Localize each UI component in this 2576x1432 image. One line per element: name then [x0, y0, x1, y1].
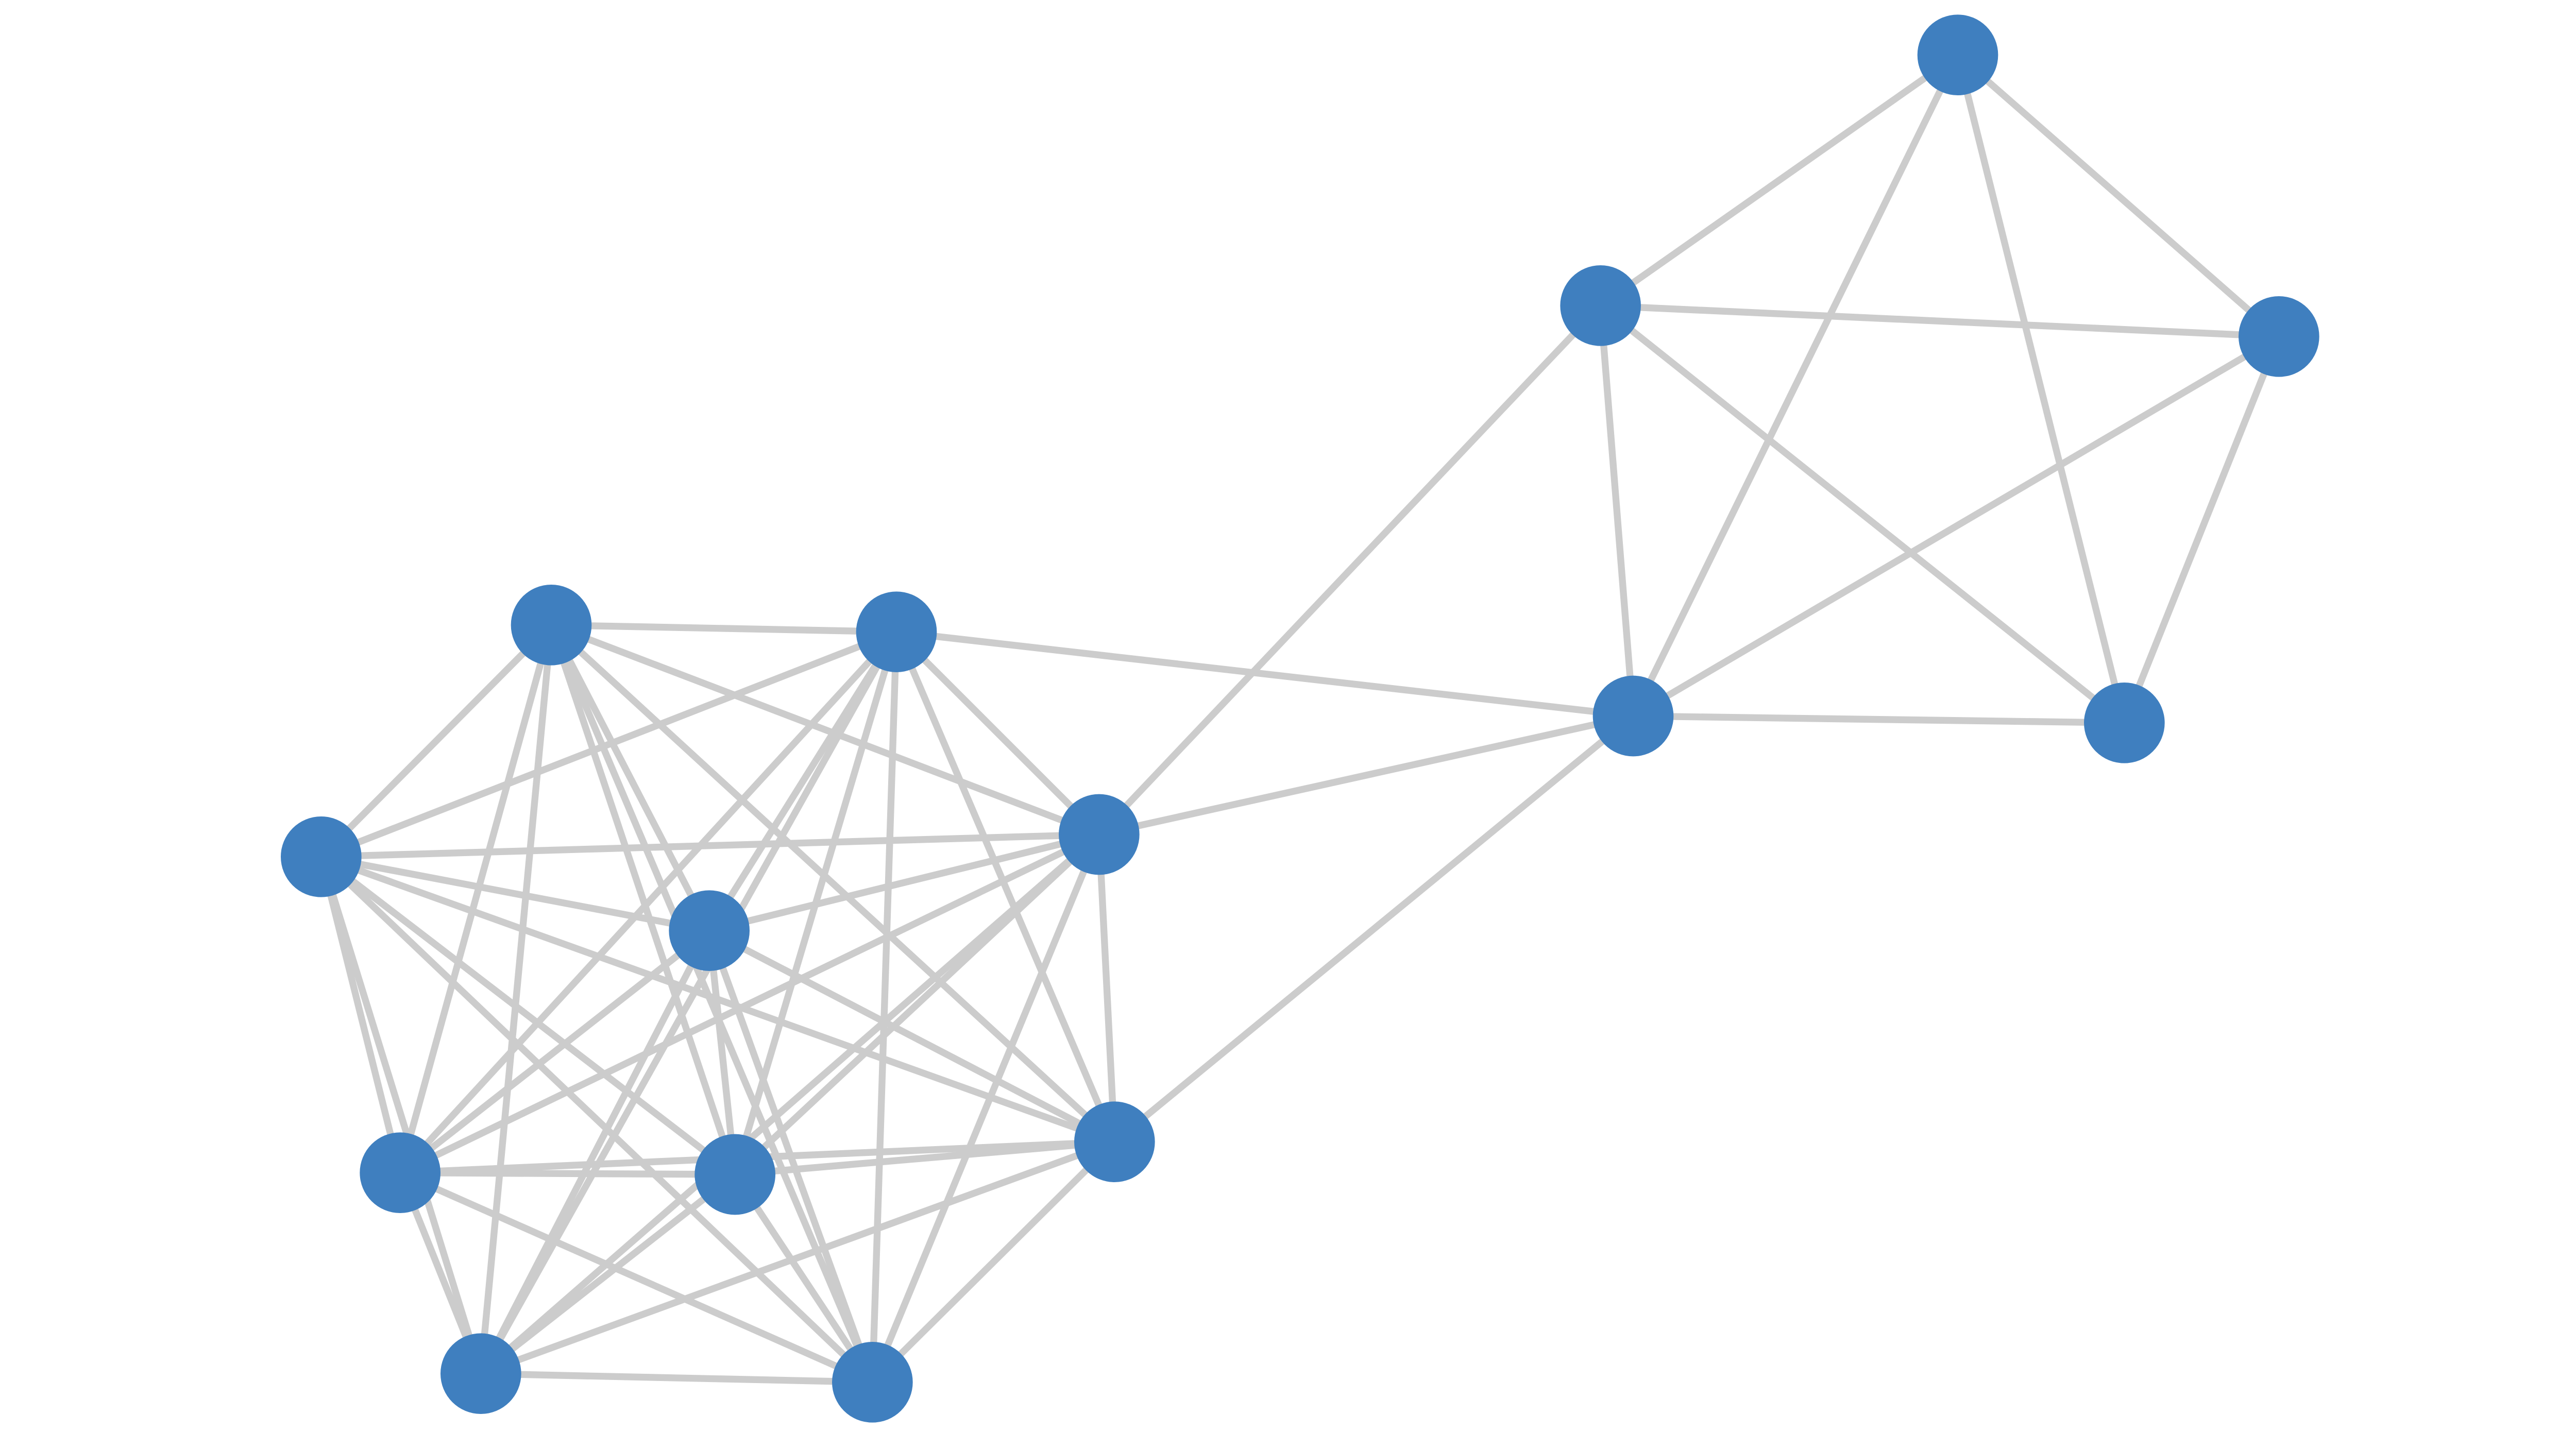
edge-I-M	[1095, 834, 1118, 1143]
node-C	[2239, 296, 2319, 377]
edge-F-N	[477, 624, 555, 1374]
edge-F-K	[397, 624, 555, 1174]
node-H	[281, 816, 362, 897]
edge-G-I	[894, 629, 1102, 837]
node-G	[856, 591, 937, 672]
edge-G-O	[869, 632, 900, 1383]
edge-B-E	[1598, 303, 2127, 726]
edge-A-B	[1598, 52, 1960, 309]
edge-F-G	[551, 621, 897, 636]
edge-C-D	[1631, 333, 2281, 719]
edge-A-C	[1955, 52, 2281, 339]
edge-I-B	[1096, 303, 1603, 837]
edge-G-D	[896, 628, 1634, 720]
edge-L-N	[479, 1171, 737, 1376]
edge-J-N	[478, 929, 713, 1375]
nodes-layer	[281, 14, 2319, 1423]
edge-F-J	[548, 623, 713, 932]
edges-layer	[317, 52, 2282, 1386]
edge-H-J	[320, 853, 710, 934]
node-B	[1560, 265, 1641, 346]
node-E	[2084, 683, 2165, 763]
node-I	[1059, 794, 1140, 875]
edge-M-N	[480, 1138, 1116, 1377]
node-M	[1074, 1101, 1155, 1182]
edge-A-D	[1630, 53, 1961, 718]
edge-J-M	[707, 927, 1116, 1145]
node-J	[669, 890, 750, 971]
node-A	[1917, 14, 1998, 96]
edge-C-E	[2121, 335, 2282, 724]
edge-B-C	[1600, 302, 2279, 340]
edge-L-M	[735, 1138, 1115, 1178]
edge-I-K	[398, 831, 1101, 1176]
edge-F-I	[550, 622, 1100, 838]
edge-I-D	[1098, 712, 1634, 838]
edge-G-K	[397, 629, 899, 1175]
edge-G-N	[478, 630, 900, 1375]
edge-I-O	[869, 833, 1103, 1384]
edge-H-O	[318, 854, 875, 1385]
edge-F-H	[318, 622, 554, 860]
edge-A-E	[1954, 54, 2128, 724]
edge-D-E	[1633, 712, 2125, 726]
edge-F-M	[549, 622, 1117, 1145]
edge-H-I	[321, 831, 1099, 860]
edge-J-L	[706, 930, 739, 1175]
node-K	[360, 1132, 440, 1213]
node-D	[1592, 675, 1674, 757]
edge-G-M	[893, 630, 1118, 1144]
node-F	[511, 585, 592, 666]
node-L	[694, 1134, 775, 1215]
edge-G-H	[319, 628, 898, 860]
edge-F-O	[548, 623, 876, 1384]
edge-L-O	[732, 1172, 875, 1385]
edge-N-O	[481, 1370, 873, 1386]
edge-M-D	[1112, 713, 1636, 1145]
edge-J-K	[398, 928, 711, 1175]
edge-H-N	[317, 856, 484, 1375]
edge-I-J	[708, 831, 1100, 934]
node-N	[440, 1333, 521, 1414]
edge-F-L	[548, 624, 738, 1176]
edge-M-O	[870, 1139, 1117, 1385]
edge-I-N	[478, 831, 1101, 1376]
node-O	[832, 1342, 913, 1423]
edge-B-D	[1597, 305, 1637, 717]
edge-K-O	[398, 1169, 874, 1386]
edge-H-L	[319, 854, 737, 1178]
